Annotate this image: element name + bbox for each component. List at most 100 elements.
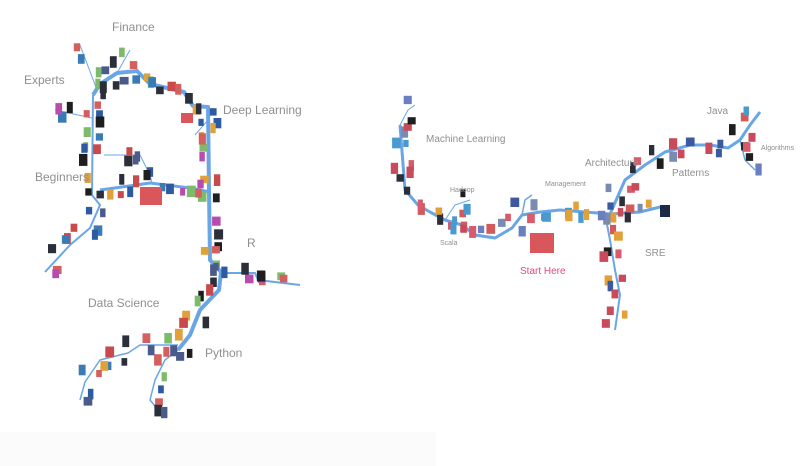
book-cover[interactable] bbox=[221, 266, 228, 279]
book-cover[interactable] bbox=[633, 157, 642, 165]
book-cover[interactable] bbox=[79, 153, 88, 166]
book-cover[interactable] bbox=[463, 203, 471, 215]
book-cover[interactable] bbox=[129, 61, 138, 69]
book-cover[interactable] bbox=[154, 354, 162, 366]
book-cover[interactable] bbox=[147, 345, 155, 356]
book-cover[interactable] bbox=[705, 142, 713, 154]
book-cover[interactable] bbox=[403, 95, 412, 105]
book-cover[interactable] bbox=[403, 123, 412, 131]
book-cover[interactable] bbox=[85, 206, 93, 215]
book-cover[interactable] bbox=[599, 251, 609, 262]
book-cover[interactable] bbox=[132, 75, 141, 84]
book-cover[interactable] bbox=[96, 370, 102, 378]
book-cover[interactable] bbox=[400, 126, 409, 138]
book-cover[interactable] bbox=[677, 149, 685, 159]
book-cover[interactable] bbox=[210, 277, 217, 288]
book-cover[interactable] bbox=[200, 175, 209, 184]
book-cover[interactable] bbox=[107, 189, 114, 200]
book-cover[interactable] bbox=[212, 216, 221, 226]
book-cover[interactable] bbox=[77, 54, 85, 64]
book-cover[interactable] bbox=[625, 204, 635, 213]
book-cover[interactable] bbox=[134, 151, 141, 162]
book-cover[interactable] bbox=[117, 191, 124, 199]
book-cover[interactable] bbox=[61, 235, 70, 244]
book-cover[interactable] bbox=[127, 186, 134, 198]
book-cover[interactable] bbox=[279, 274, 288, 283]
book-cover[interactable] bbox=[743, 106, 750, 116]
book-cover[interactable] bbox=[212, 193, 220, 203]
book-cover[interactable] bbox=[450, 222, 457, 235]
book-cover[interactable] bbox=[48, 244, 57, 254]
book-cover[interactable] bbox=[200, 247, 209, 255]
book-cover-featured[interactable] bbox=[660, 205, 670, 217]
book-cover[interactable] bbox=[610, 224, 617, 235]
book-cover[interactable] bbox=[740, 112, 749, 122]
book-cover[interactable] bbox=[417, 199, 423, 211]
book-cover[interactable] bbox=[530, 199, 538, 211]
book-cover[interactable] bbox=[213, 174, 221, 186]
label-algorithms[interactable]: Algorithms bbox=[761, 145, 795, 152]
book-cover[interactable] bbox=[55, 103, 63, 115]
book-cover[interactable] bbox=[618, 274, 626, 282]
book-cover[interactable] bbox=[144, 73, 151, 82]
label-management[interactable]: Management bbox=[545, 181, 586, 188]
book-cover[interactable] bbox=[607, 202, 614, 210]
book-cover[interactable] bbox=[95, 78, 101, 89]
book-cover[interactable] bbox=[459, 209, 466, 218]
label-r[interactable]: R bbox=[247, 236, 256, 250]
book-cover[interactable] bbox=[748, 132, 756, 142]
book-cover[interactable] bbox=[100, 361, 109, 371]
book-cover[interactable] bbox=[112, 81, 120, 90]
book-cover[interactable] bbox=[510, 197, 520, 207]
book-cover[interactable] bbox=[460, 224, 467, 233]
book-cover[interactable] bbox=[630, 162, 636, 174]
book-cover[interactable] bbox=[119, 174, 125, 185]
book-cover[interactable] bbox=[119, 76, 129, 85]
book-cover[interactable] bbox=[142, 333, 151, 343]
book-cover[interactable] bbox=[621, 310, 628, 319]
book-cover[interactable] bbox=[729, 124, 736, 136]
book-cover[interactable] bbox=[390, 162, 399, 174]
book-cover[interactable] bbox=[601, 319, 610, 328]
book-cover[interactable] bbox=[164, 333, 172, 344]
book-cover[interactable] bbox=[124, 155, 133, 167]
book-cover[interactable] bbox=[624, 211, 631, 223]
book-cover[interactable] bbox=[604, 275, 613, 286]
book-cover[interactable] bbox=[83, 110, 90, 118]
book-cover[interactable] bbox=[460, 189, 466, 198]
book-cover[interactable] bbox=[122, 335, 130, 348]
label-finance[interactable]: Finance bbox=[112, 20, 155, 34]
book-cover[interactable] bbox=[84, 172, 91, 183]
book-cover[interactable] bbox=[70, 223, 78, 232]
book-cover[interactable] bbox=[406, 166, 414, 178]
book-cover[interactable] bbox=[166, 183, 174, 195]
book-cover[interactable] bbox=[498, 218, 506, 227]
book-cover[interactable] bbox=[175, 83, 182, 95]
book-cover[interactable] bbox=[101, 66, 110, 75]
book-cover[interactable] bbox=[91, 229, 98, 240]
book-cover[interactable] bbox=[210, 122, 216, 134]
book-cover[interactable] bbox=[174, 328, 183, 341]
book-cover[interactable] bbox=[185, 93, 193, 104]
book-cover[interactable] bbox=[83, 396, 93, 406]
book-cover[interactable] bbox=[469, 226, 477, 238]
book-cover[interactable] bbox=[100, 91, 106, 100]
book-cover[interactable] bbox=[52, 269, 59, 279]
book-cover[interactable] bbox=[505, 213, 511, 221]
label-hadoop[interactable]: Hadoop bbox=[450, 187, 475, 194]
book-cover[interactable] bbox=[656, 158, 664, 169]
book-cover[interactable] bbox=[197, 179, 204, 189]
book-cover[interactable] bbox=[83, 127, 91, 137]
book-cover[interactable] bbox=[182, 310, 191, 321]
label-python[interactable]: Python bbox=[205, 346, 243, 360]
book-cover[interactable] bbox=[637, 203, 643, 212]
book-cover[interactable] bbox=[212, 246, 220, 254]
book-cover[interactable] bbox=[241, 262, 249, 275]
label-beginners[interactable]: Beginners bbox=[35, 170, 90, 184]
book-cover[interactable] bbox=[745, 153, 754, 161]
book-cover[interactable] bbox=[198, 290, 204, 302]
book-cover[interactable] bbox=[742, 142, 751, 152]
book-cover[interactable] bbox=[606, 306, 614, 316]
book-cover[interactable] bbox=[199, 144, 208, 152]
label-architecture[interactable]: Architecture bbox=[585, 158, 639, 169]
